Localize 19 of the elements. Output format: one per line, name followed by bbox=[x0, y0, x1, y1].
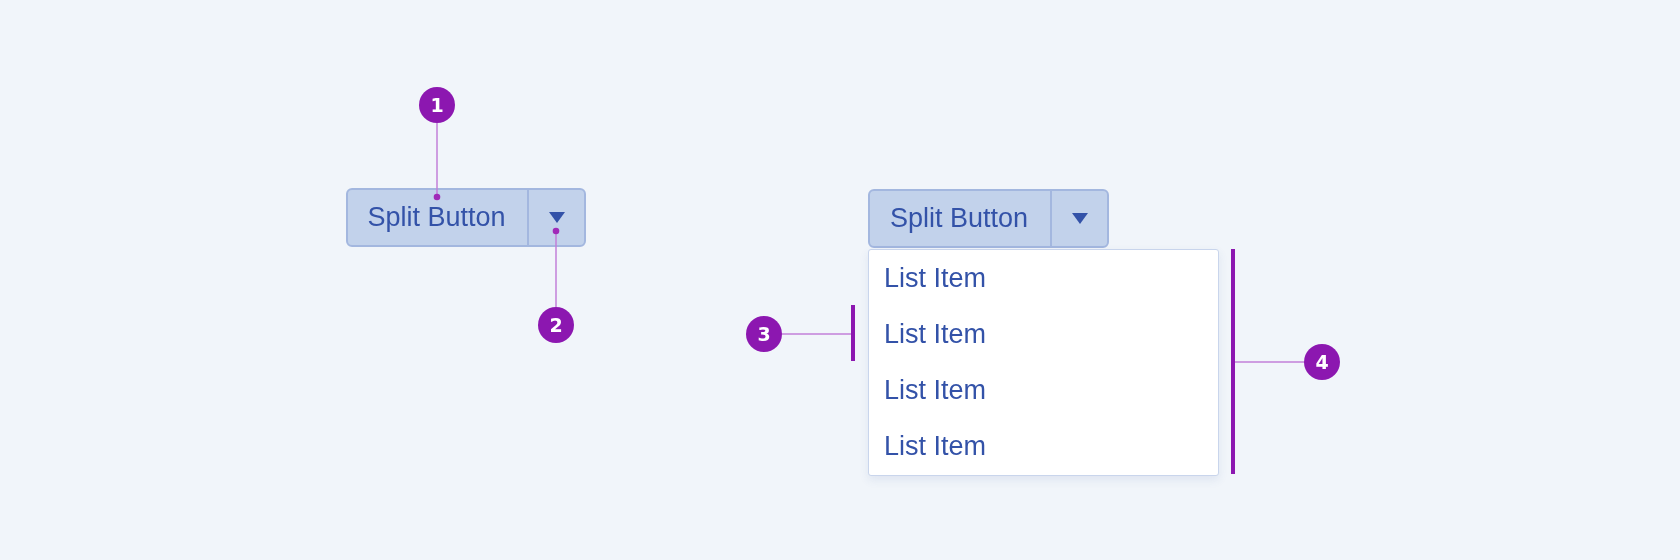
menu-item: List Item bbox=[869, 362, 1217, 418]
menu-item: List Item bbox=[869, 250, 1217, 306]
leader-line bbox=[552, 227, 560, 308]
leader-line bbox=[781, 333, 852, 335]
bracket-bar bbox=[851, 305, 855, 361]
menu-item: List Item bbox=[869, 418, 1217, 474]
leader-line bbox=[433, 122, 441, 201]
split-button bbox=[868, 189, 1109, 248]
callout-number: 2 bbox=[538, 307, 574, 343]
callout-number: 4 bbox=[1304, 344, 1340, 380]
dropdown-menu bbox=[868, 249, 1219, 476]
leader-line bbox=[1234, 361, 1305, 363]
menu-item: List Item bbox=[869, 306, 1217, 362]
action-label: Split Button bbox=[367, 204, 506, 231]
action-label: Split Button bbox=[889, 205, 1029, 232]
callout-number: 1 bbox=[419, 87, 455, 123]
bracket-bar bbox=[1231, 249, 1235, 474]
callout-number: 3 bbox=[746, 316, 782, 352]
split-button bbox=[346, 188, 586, 247]
